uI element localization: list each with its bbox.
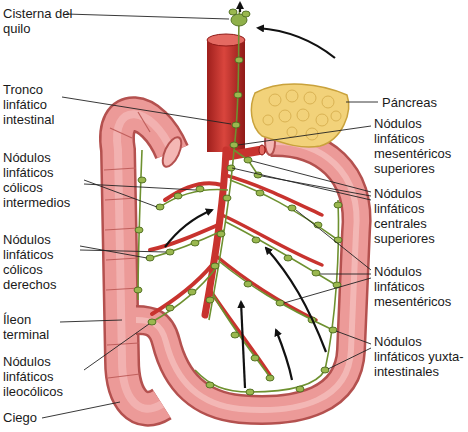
- anatomy-label: Ciego: [3, 410, 63, 425]
- leader-lines: [42, 14, 378, 418]
- anatomy-label: Tronco linfático intestinal: [3, 82, 73, 127]
- anatomy-label: Cisterna del quilo: [3, 6, 73, 36]
- anatomy-label: Nódulos linfáticos cólicos derechos: [3, 232, 88, 292]
- anatomy-label: Nódulos linfáticos centrales superiores: [374, 186, 464, 246]
- anatomy-label: Nódulos linfáticos mesentéricos: [374, 264, 464, 309]
- artery-cut-end: [259, 145, 265, 155]
- lymph-vessels: [138, 4, 338, 392]
- lymph-nodes: [134, 9, 342, 395]
- flow-arrows: [165, 3, 335, 388]
- anatomy-label: Páncreas: [382, 95, 462, 110]
- anatomy-label: Nódulos linfáticos mesentéricos superior…: [374, 116, 464, 176]
- anatomy-label: Íleon terminal: [3, 312, 63, 342]
- pancreas: [251, 84, 348, 147]
- mesenteric-arteries: [150, 150, 322, 375]
- anatomy-label: Nódulos linfáticos yuxta- intestinales: [374, 334, 464, 379]
- anatomy-label: Nódulos linfáticos cólicos intermedios: [3, 150, 88, 210]
- anatomy-label: Nódulos linfáticos ileocólicos: [3, 354, 88, 399]
